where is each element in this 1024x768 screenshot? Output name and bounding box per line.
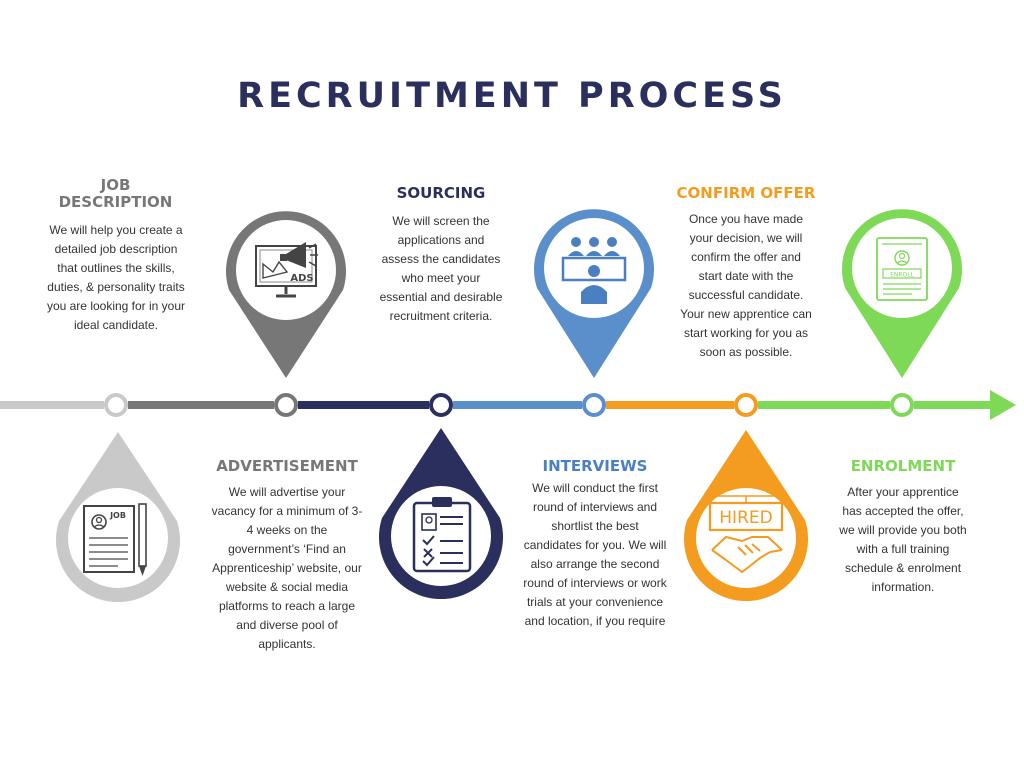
- timeline-node-1: [104, 393, 128, 417]
- interviews-pin: [534, 209, 655, 378]
- timeline-node-3: [429, 393, 453, 417]
- sourcing-drop: [378, 428, 504, 600]
- job-description-drop: JOB: [55, 432, 181, 603]
- step-title-advertisement: ADVERTISEMENT: [216, 457, 358, 475]
- ads-monitor-megaphone-icon: ADS: [255, 242, 318, 298]
- step-text-sourcing: We will screen the applications and asse…: [379, 214, 503, 323]
- hired-icon-label: HIRED: [719, 508, 772, 528]
- timeline-node-6: [890, 393, 914, 417]
- step-text-advertisement: We will advertise your vacancy for a min…: [211, 485, 363, 651]
- step-title-confirm-offer: CONFIRM OFFER: [676, 184, 816, 202]
- timeline-nodes: [104, 393, 914, 417]
- timeline-line: [0, 390, 1016, 420]
- hired-handshake-icon: HIRED: [708, 495, 784, 574]
- step-text-interviews: We will conduct the first round of inter…: [523, 481, 667, 628]
- step-title-job-description: JOB DESCRIPTION: [58, 176, 173, 211]
- step-title-sourcing: SOURCING: [396, 184, 486, 202]
- interview-panel-icon: [561, 237, 627, 304]
- page-title: RECRUITMENT PROCESS: [237, 76, 787, 116]
- step-text-enrolment: After your apprentice has accepted the o…: [839, 485, 967, 594]
- timeline-node-4: [582, 393, 606, 417]
- timeline-node-2: [274, 393, 298, 417]
- timeline-arrow-head: [990, 390, 1016, 420]
- enroll-form-icon: ENROLL: [876, 237, 928, 301]
- enrolment-pin: ENROLL: [842, 209, 962, 378]
- timeline-node-5: [734, 393, 758, 417]
- step-text-confirm-offer: Once you have made your decision, we wil…: [680, 212, 812, 359]
- step-title-interviews: INTERVIEWS: [542, 457, 648, 475]
- step-title-enrolment: ENROLMENT: [850, 457, 956, 475]
- job-icon-label: JOB: [109, 511, 126, 520]
- ads-icon-label: ADS: [290, 273, 313, 284]
- step-text-job-description: We will help you create a detailed job d…: [46, 223, 186, 332]
- confirm-offer-drop: HIRED: [684, 430, 808, 602]
- enroll-icon-label: ENROLL: [890, 272, 915, 279]
- job-document-icon: JOB: [83, 503, 147, 576]
- clipboard-checklist-icon: [412, 497, 472, 573]
- advertisement-pin: ADS: [226, 211, 346, 378]
